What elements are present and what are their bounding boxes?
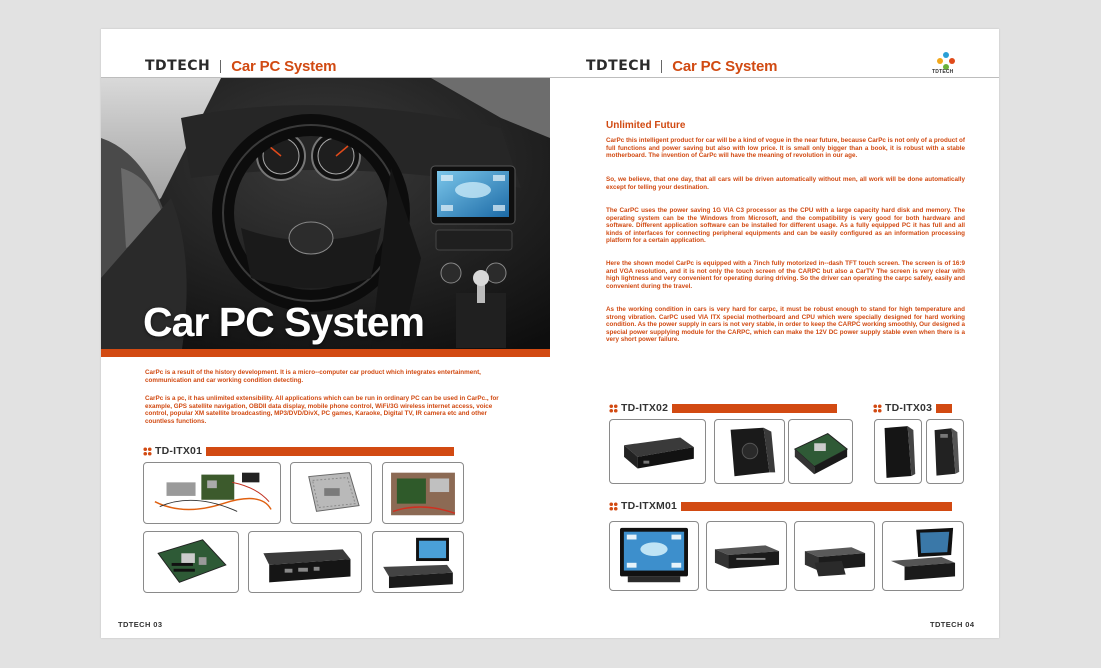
- section-label-bar: [936, 403, 953, 413]
- page-header-left: TDTECH Car PC System: [145, 57, 336, 75]
- section-label-td-itx03: TD-ITX03: [873, 402, 953, 414]
- header-divider: [220, 59, 222, 73]
- hero-title: Car PC System: [143, 299, 425, 345]
- header-title: Car PC System: [231, 57, 337, 75]
- product-thumb-itx01-motherboard: [143, 531, 239, 593]
- product-thumb-itx02-slim: [609, 419, 706, 484]
- car-interior-illustration: [101, 78, 550, 356]
- section-label-td-itx01: TD-ITX01: [143, 445, 455, 457]
- product-thumb-itx03-front: [874, 419, 922, 484]
- section-label-bar: [681, 501, 953, 511]
- section-title-unlimited-future: Unlimited Future: [606, 120, 686, 131]
- product-thumb-itx02-tower: [714, 419, 785, 484]
- section-label-text: TD-ITXM01: [621, 500, 678, 512]
- right-paragraph-4: Here the shown model CarPc is equipped w…: [606, 260, 965, 290]
- four-dot-bullet-icon: [143, 446, 152, 456]
- page-footer-right: TDTECH 04: [930, 620, 975, 629]
- section-label-text: TD-ITX03: [885, 402, 933, 414]
- product-thumb-itx01-cables: [143, 462, 281, 524]
- section-label-text: TD-ITX02: [621, 402, 669, 414]
- product-thumb-itx01-case-black: [248, 531, 362, 593]
- header-rule: [550, 77, 999, 78]
- product-thumb-itxm01-screen-open: [882, 521, 964, 591]
- section-label-td-itx02: TD-ITX02: [609, 402, 838, 414]
- product-thumb-itx01-display-unit: [372, 531, 464, 593]
- four-dot-bullet-icon: [609, 501, 618, 511]
- product-thumb-itxm01-touchscreen: [609, 521, 699, 591]
- four-dot-bullet-icon: [609, 403, 618, 413]
- hero-accent-bar: [101, 349, 550, 357]
- left-paragraph-2: CarPc is a pc, it has unlimited extensib…: [145, 395, 499, 425]
- header-rule: [101, 77, 550, 78]
- section-label-td-itxm01: TD-ITXM01: [609, 500, 953, 512]
- section-label-bar: [206, 446, 455, 456]
- brand-name: TDTECH: [145, 58, 211, 74]
- product-thumb-itx01-chassis-open: [382, 462, 464, 524]
- four-dot-logo-icon: [937, 52, 955, 70]
- logo-text: TDTECH: [932, 69, 954, 75]
- left-paragraph-1: CarPc is a result of the history develop…: [145, 369, 481, 384]
- right-paragraph-1: CarPc this intelligent product for car w…: [606, 137, 965, 160]
- hero-image: [101, 78, 550, 356]
- product-thumb-itx01-psu: [290, 462, 372, 524]
- product-thumb-itx02-open: [788, 419, 853, 484]
- product-thumb-itxm01-indash-tray: [794, 521, 875, 591]
- page-left: TDTECH Car PC System: [101, 29, 550, 638]
- right-paragraph-3: The CarPC uses the power saving 1G VIA C…: [606, 207, 965, 245]
- header-divider: [661, 59, 663, 73]
- right-paragraph-5: As the working condition in cars is very…: [606, 306, 965, 344]
- brochure-spread: TDTECH Car PC System: [101, 29, 999, 638]
- brand-name: TDTECH: [586, 58, 652, 74]
- page-header-right: TDTECH Car PC System: [586, 57, 777, 75]
- section-label-text: TD-ITX01: [155, 445, 203, 457]
- product-thumb-itxm01-indash-closed: [706, 521, 787, 591]
- page-right: TDTECH Car PC System TDTECH Unlimited Fu…: [550, 29, 999, 638]
- header-title: Car PC System: [672, 57, 778, 75]
- right-paragraph-2: So, we believe, that one day, that all c…: [606, 176, 965, 191]
- section-label-bar: [672, 403, 838, 413]
- product-thumb-itx03-side: [926, 419, 964, 484]
- four-dot-bullet-icon: [873, 403, 882, 413]
- page-footer-left: TDTECH 03: [118, 620, 163, 629]
